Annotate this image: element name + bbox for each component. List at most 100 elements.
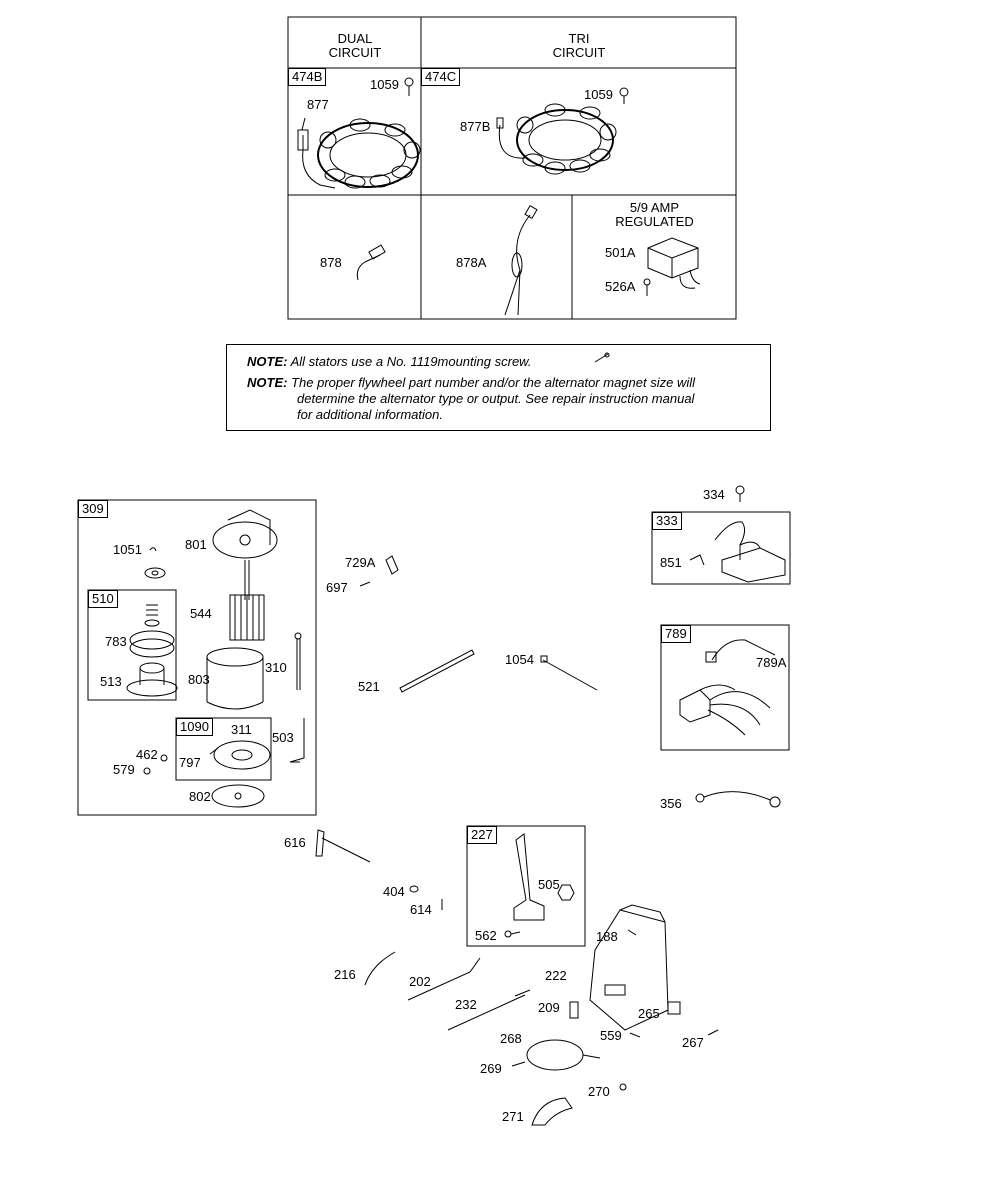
notes-box: NOTE: All stators use a No. 1119mounting… (226, 344, 771, 431)
part-label-268[interactable]: 268 (500, 1031, 522, 1046)
part-tag-474b[interactable]: 474B (288, 68, 327, 86)
screw-188-icon (627, 929, 637, 936)
end-269-icon (511, 1061, 526, 1067)
screw-526a-icon (643, 278, 651, 296)
part-label-265[interactable]: 265 (638, 1006, 660, 1021)
part-label-521[interactable]: 521 (358, 679, 380, 694)
part-label-579[interactable]: 579 (113, 762, 135, 777)
part-label-462[interactable]: 462 (136, 747, 158, 762)
part-label-851[interactable]: 851 (660, 555, 682, 570)
part-label-334[interactable]: 334 (703, 487, 725, 502)
part-label-877[interactable]: 877 (307, 97, 329, 112)
part-label-503[interactable]: 503 (272, 730, 294, 745)
part-label-269[interactable]: 269 (480, 1061, 502, 1076)
harness-878a-icon (504, 204, 538, 316)
part-label-216[interactable]: 216 (334, 967, 356, 982)
nut-579-icon (143, 767, 151, 775)
part-label-697[interactable]: 697 (326, 580, 348, 595)
spring-209-icon (569, 1001, 579, 1019)
link-216-icon (364, 951, 396, 986)
end-cap-801-icon (212, 509, 278, 559)
part-label-270[interactable]: 270 (588, 1084, 610, 1099)
regulator-501a-icon (647, 237, 701, 289)
part-tag-309[interactable]: 309 (78, 500, 108, 518)
note-2: NOTE: The proper flywheel part number an… (247, 375, 695, 391)
washer-icon (144, 567, 166, 579)
part-label-802[interactable]: 802 (189, 789, 211, 804)
terminal-878-icon (356, 244, 386, 281)
part-label-877b[interactable]: 877B (460, 119, 491, 134)
part-label-1059-a[interactable]: 1059 (370, 77, 399, 92)
regulated-header-line1: 5/9 AMP (629, 200, 680, 215)
screw-559-icon (629, 1032, 641, 1038)
link-232-icon (447, 989, 531, 1031)
brush-plate-311-icon (209, 740, 271, 770)
dual-circuit-header-line2: CIRCUIT (328, 45, 382, 60)
part-label-513[interactable]: 513 (100, 674, 122, 689)
screw-1059-b-icon (619, 87, 629, 104)
note-2-label: NOTE: (247, 375, 288, 390)
part-label-544[interactable]: 544 (190, 606, 212, 621)
part-label-209[interactable]: 209 (538, 1000, 560, 1015)
part-tag-227[interactable]: 227 (467, 826, 497, 844)
part-label-878[interactable]: 878 (320, 255, 342, 270)
regulated-header: 5/9 AMP REGULATED (573, 201, 736, 229)
part-label-310[interactable]: 310 (265, 660, 287, 675)
part-label-1059-b[interactable]: 1059 (584, 87, 613, 102)
nut-505-icon (557, 884, 575, 901)
washer-1051-icon (149, 547, 157, 552)
part-label-783[interactable]: 783 (105, 634, 127, 649)
part-label-616[interactable]: 616 (284, 835, 306, 850)
cable-268-icon (526, 1039, 601, 1071)
part-tag-789[interactable]: 789 (661, 625, 691, 643)
note-1: NOTE: All stators use a No. 1119mounting… (247, 354, 531, 370)
part-tag-474c[interactable]: 474C (421, 68, 461, 86)
part-label-562[interactable]: 562 (475, 928, 497, 943)
part-tag-333[interactable]: 333 (652, 512, 682, 530)
part-label-526a[interactable]: 526A (605, 279, 636, 294)
harness-789-icon (679, 639, 776, 736)
part-label-797[interactable]: 797 (179, 755, 201, 770)
part-label-803[interactable]: 803 (188, 672, 210, 687)
starter-group-frames (77, 499, 317, 816)
part-label-232[interactable]: 232 (455, 997, 477, 1012)
bolt-334-icon (735, 485, 745, 502)
part-label-311[interactable]: 311 (231, 722, 252, 737)
note-2-line2: determine the alternator type or output.… (297, 391, 695, 406)
part-label-801[interactable]: 801 (185, 537, 207, 552)
part-label-222[interactable]: 222 (545, 968, 567, 983)
part-label-202[interactable]: 202 (409, 974, 431, 989)
part-label-356[interactable]: 356 (660, 796, 682, 811)
part-label-559[interactable]: 559 (600, 1028, 622, 1043)
part-label-878a[interactable]: 878A (456, 255, 487, 270)
cable-356-icon (695, 791, 781, 808)
part-tag-1090[interactable]: 1090 (176, 718, 213, 736)
part-label-505[interactable]: 505 (538, 877, 560, 892)
housing-803-icon (206, 647, 264, 710)
part-label-1054[interactable]: 1054 (505, 652, 534, 667)
regulated-header-line2: REGULATED (615, 214, 694, 229)
note-1-text: All stators use a No. 1119mounting screw… (290, 354, 532, 369)
part-label-271[interactable]: 271 (502, 1109, 524, 1124)
part-label-267[interactable]: 267 (682, 1035, 704, 1050)
clip-729a-icon (385, 555, 399, 575)
part-label-789a[interactable]: 789A (756, 655, 787, 670)
bracket-503-icon (289, 718, 305, 763)
coil-333-icon (714, 521, 786, 583)
part-label-188[interactable]: 188 (596, 929, 618, 944)
part-tag-510[interactable]: 510 (88, 590, 118, 608)
part-label-729a[interactable]: 729A (345, 555, 376, 570)
part-label-1051[interactable]: 1051 (113, 542, 142, 557)
tri-circuit-header-line1: TRI (568, 31, 590, 46)
part-label-614[interactable]: 614 (410, 902, 432, 917)
lever-271-icon (531, 1097, 573, 1126)
screw-697-icon (359, 581, 371, 587)
tri-circuit-header: TRI CIRCUIT (422, 32, 736, 60)
alternator-table-grid (287, 16, 737, 320)
lever-616-icon (315, 829, 371, 863)
part-label-404[interactable]: 404 (383, 884, 405, 899)
screw-267-icon (707, 1029, 719, 1036)
part-label-501a[interactable]: 501A (605, 245, 636, 260)
note-1-label: NOTE: (247, 354, 288, 369)
